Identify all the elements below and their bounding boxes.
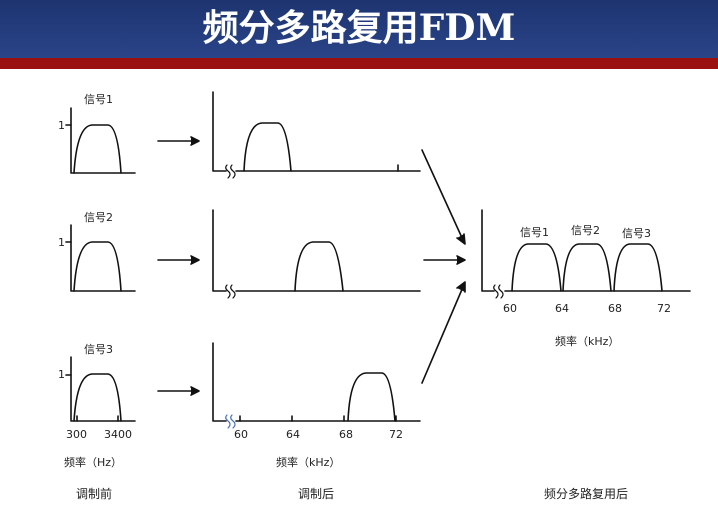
after-plot-3 [212, 342, 421, 429]
multiplexed-signal-3-label: 信号3 [622, 227, 651, 240]
before-axis-label: 频率（Hz） [64, 456, 123, 469]
before-spectrum-2 [73, 241, 122, 292]
multiplexed-caption: 频分多路复用后 [544, 487, 629, 501]
after-tick-64: 64 [286, 428, 300, 441]
after-plot-2 [212, 209, 421, 299]
after-spectrum-2 [294, 241, 344, 292]
multiplexed-axis-label: 频率（kHz） [555, 335, 620, 348]
title-bar [0, 0, 718, 58]
before-plot-2 [65, 224, 136, 292]
multiplexed-tick-64: 64 [555, 302, 569, 315]
before-tick-3400: 3400 [104, 428, 132, 441]
before-amplitude-2-label: 1 [58, 236, 65, 249]
before-amplitude-3-label: 1 [58, 368, 65, 381]
multiplexed-spectrum-2 [562, 243, 612, 292]
page-title: 频分多路复用FDM [202, 7, 516, 49]
multiplexed-signal-2-label: 信号2 [571, 224, 600, 237]
multiplexed-signal-1-label: 信号1 [520, 226, 549, 239]
before-spectrum-1 [73, 124, 122, 174]
multiplexed-spectrum-3 [613, 243, 663, 292]
after-tick-72: 72 [389, 428, 403, 441]
after-plot-1 [212, 91, 421, 179]
multiplexed-tick-60: 60 [503, 302, 517, 315]
before-caption: 调制前 [76, 487, 113, 501]
title-accent-stripe [0, 58, 718, 69]
after-caption: 调制后 [298, 487, 335, 501]
before-signal-3-label: 信号3 [84, 343, 113, 356]
multiplexed-plot [481, 209, 691, 299]
modulation-arrows [157, 136, 200, 396]
after-tick-60: 60 [234, 428, 248, 441]
after-spectrum-1 [243, 122, 292, 172]
after-spectrum-3 [347, 372, 396, 422]
after-tick-68: 68 [339, 428, 353, 441]
before-plot-3 [65, 356, 136, 422]
multiplex-arrows [421, 149, 466, 384]
before-plot-1 [65, 107, 136, 174]
before-amplitude-1-label: 1 [58, 119, 65, 132]
before-tick-300: 300 [66, 428, 87, 441]
multiplexed-tick-68: 68 [608, 302, 622, 315]
multiplexed-spectrum-1 [511, 243, 562, 292]
after-axis-label: 频率（kHz） [276, 456, 341, 469]
before-spectrum-3 [73, 373, 122, 422]
before-signal-1-label: 信号1 [84, 93, 113, 106]
before-signal-2-label: 信号2 [84, 211, 113, 224]
multiplexed-tick-72: 72 [657, 302, 671, 315]
